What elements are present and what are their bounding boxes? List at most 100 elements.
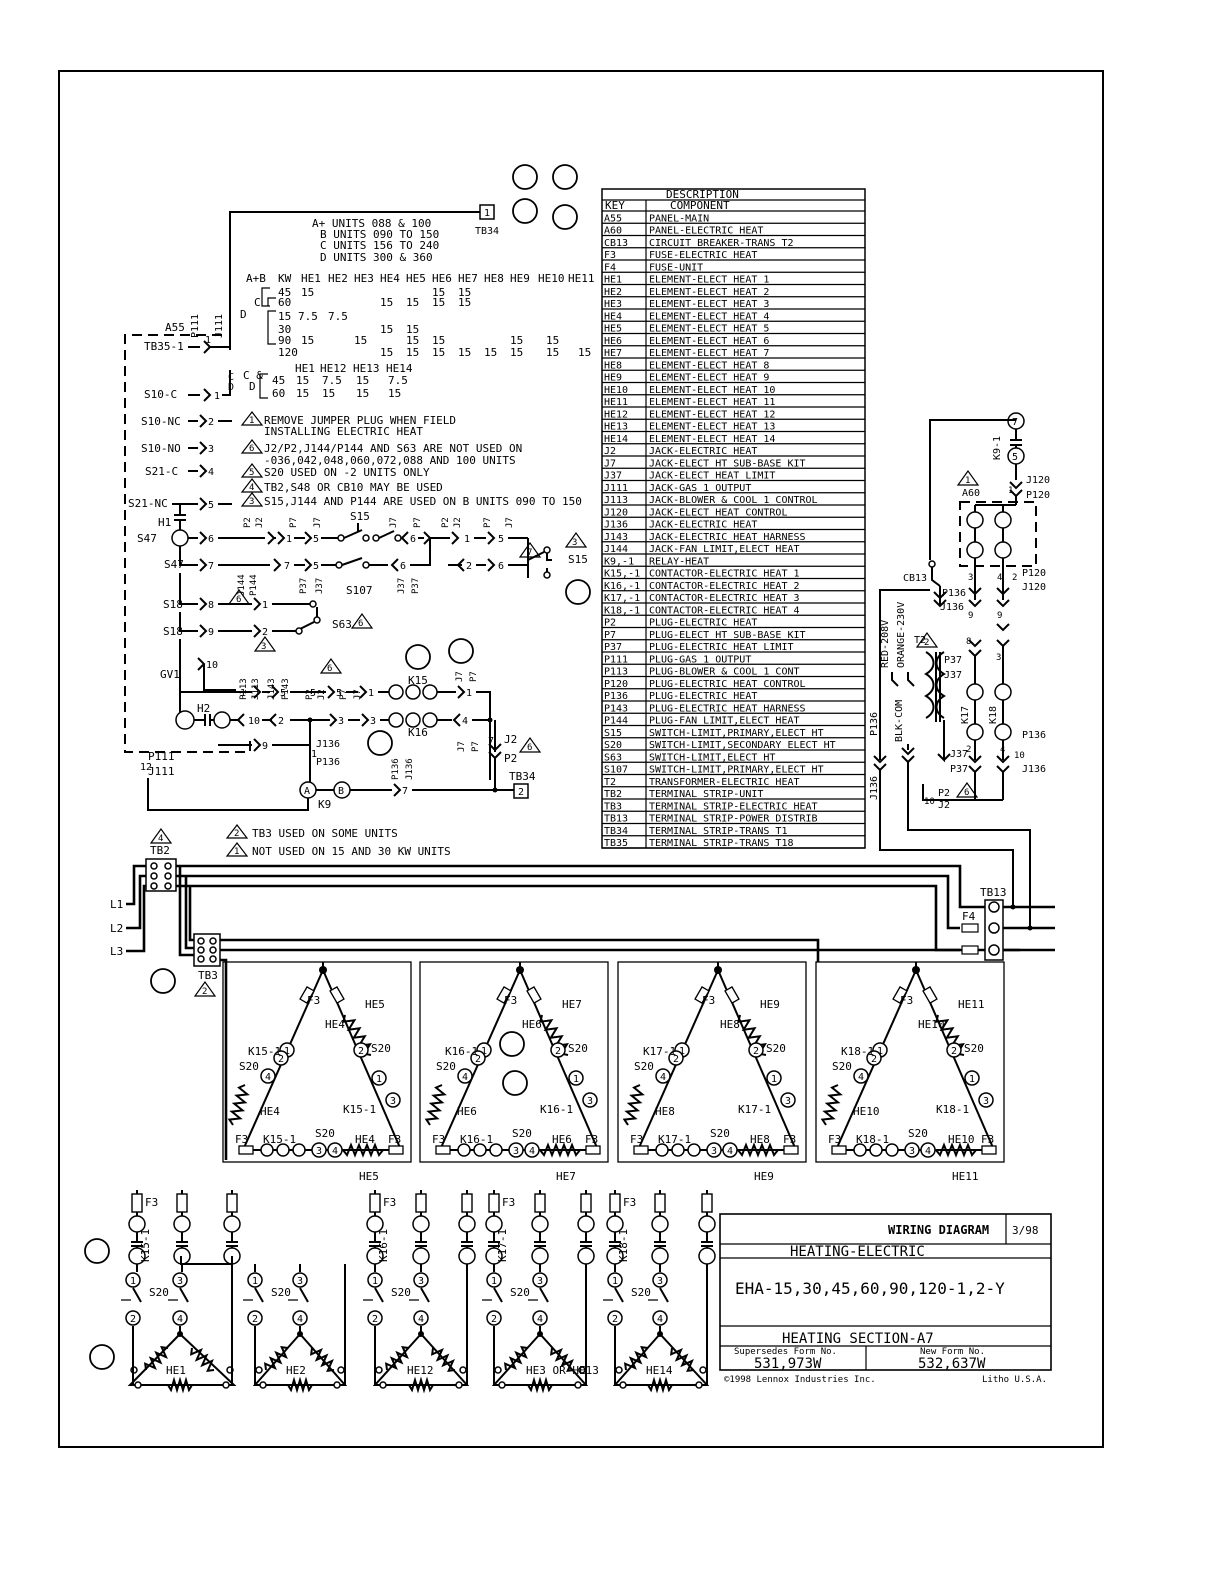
svg-text:4: 4 bbox=[997, 573, 1002, 583]
svg-text:5: 5 bbox=[313, 561, 319, 572]
table-key: P136 bbox=[604, 691, 628, 702]
svg-text:9: 9 bbox=[997, 611, 1002, 621]
he-label: HE6 bbox=[457, 1105, 477, 1118]
table-component: PLUG-FAN LIMIT,ELECT HEAT bbox=[649, 716, 800, 727]
terminal-node bbox=[766, 1070, 782, 1086]
heating-element-icon bbox=[309, 1347, 335, 1373]
p111-label: P111 bbox=[190, 314, 201, 338]
terminal-number: 3 bbox=[537, 1276, 543, 1287]
f3-label: F3 bbox=[145, 1196, 158, 1209]
table-key: TB35 bbox=[604, 838, 628, 849]
svg-text:6: 6 bbox=[236, 595, 241, 605]
kw-cell: 15 bbox=[301, 334, 314, 347]
s20-label: S20 bbox=[436, 1060, 456, 1073]
t2-label: T2 bbox=[914, 635, 926, 646]
kw-group-label: D bbox=[240, 308, 247, 321]
svg-text:J7: J7 bbox=[455, 671, 465, 682]
svg-text:J136: J136 bbox=[869, 776, 880, 800]
fuse-icon bbox=[329, 986, 345, 1004]
table-key: J113 bbox=[604, 495, 628, 506]
he-label: HE2 bbox=[286, 1364, 306, 1377]
j37-right-label: J37 bbox=[944, 670, 962, 681]
he-label: HE1 bbox=[166, 1364, 186, 1377]
terminal-number: 2 bbox=[555, 1046, 561, 1057]
p2-label: P2 bbox=[504, 752, 517, 765]
terminal-number: 2 bbox=[372, 1314, 378, 1325]
f4-label: F4 bbox=[962, 910, 976, 923]
table-key: A55 bbox=[604, 213, 622, 224]
svg-text:4: 4 bbox=[208, 467, 214, 478]
heating-element-icon bbox=[820, 1084, 843, 1126]
table-component: RELAY-HEAT bbox=[649, 556, 709, 567]
he-label: HE6 bbox=[522, 1018, 542, 1031]
unit-legend-line: A+ UNITS 088 & 100 bbox=[312, 217, 431, 230]
punch-holes bbox=[84, 164, 591, 1370]
svg-text:4: 4 bbox=[1000, 745, 1005, 755]
s18b-label: S18 bbox=[163, 625, 183, 638]
table-component: TRANSFORMER-ELECTRIC HEAT bbox=[649, 777, 800, 788]
svg-text:6: 6 bbox=[964, 788, 969, 798]
heating-element-icon bbox=[384, 1345, 410, 1371]
f3-label: F3 bbox=[900, 994, 913, 1007]
s20-label: S20 bbox=[239, 1060, 259, 1073]
kw-cell: 15 bbox=[432, 334, 445, 347]
table-key: P2 bbox=[604, 618, 616, 629]
s20-label: S20 bbox=[271, 1286, 291, 1299]
fuse-icon bbox=[488, 1193, 500, 1213]
svg-text:J7: J7 bbox=[353, 689, 363, 700]
svg-text:5: 5 bbox=[208, 500, 214, 511]
svg-text:12: 12 bbox=[140, 762, 152, 773]
tb13-label: TB13 bbox=[980, 886, 1007, 899]
table-component: CONTACTOR-ELECTRIC HEAT 3 bbox=[649, 593, 800, 604]
s20-label: S20 bbox=[908, 1127, 928, 1140]
table-component: ELEMENT-ELECT HEAT 14 bbox=[649, 434, 775, 445]
note-text: -036,042,048,060,072,088 AND 100 UNITS bbox=[264, 454, 516, 467]
he-label: HE11 bbox=[952, 1170, 979, 1183]
svg-text:3: 3 bbox=[261, 642, 266, 652]
svg-text:9: 9 bbox=[208, 627, 214, 638]
cd-header: C & bbox=[243, 369, 263, 382]
fuse-icon bbox=[580, 1193, 592, 1213]
table-component: SWITCH-LIMIT,SECONDARY ELECT HT bbox=[649, 740, 836, 751]
svg-text:6: 6 bbox=[410, 534, 416, 545]
he-label: HE12 bbox=[407, 1364, 434, 1377]
svg-text:2: 2 bbox=[262, 627, 268, 638]
contactor-label: K15-1 bbox=[263, 1133, 296, 1146]
f3-label: F3 bbox=[502, 1196, 515, 1209]
j2-label: J2 bbox=[504, 733, 517, 746]
terminal-node bbox=[532, 1310, 548, 1326]
svg-text:1: 1 bbox=[484, 208, 490, 219]
kw-cell: 15 bbox=[406, 296, 419, 309]
svg-text:1: 1 bbox=[368, 688, 374, 699]
table-key: HE3 bbox=[604, 299, 622, 310]
he-label: HE8 bbox=[750, 1133, 770, 1146]
cd-cell: 15 bbox=[296, 387, 309, 400]
terminal-number: 2 bbox=[278, 1054, 284, 1065]
s20-label: S20 bbox=[832, 1060, 852, 1073]
table-component: SWITCH-LIMIT,ELECT HT bbox=[649, 752, 775, 763]
svg-text:3: 3 bbox=[338, 716, 344, 727]
terminal-number: 2 bbox=[252, 1314, 258, 1325]
cd-cell: 15 bbox=[296, 374, 309, 387]
kw-header: HE7 bbox=[458, 272, 478, 285]
table-component: PLUG-ELECT HT SUB-BASE KIT bbox=[649, 630, 806, 641]
svg-text:3: 3 bbox=[996, 653, 1001, 663]
svg-text:1: 1 bbox=[214, 391, 220, 402]
heating-element-icon bbox=[430, 1347, 456, 1373]
svg-text:5: 5 bbox=[310, 688, 316, 699]
table-component: JACK-ELECTRIC HEAT bbox=[649, 446, 757, 457]
s15-right-label: S15 bbox=[568, 553, 588, 566]
table-key: T2 bbox=[604, 777, 616, 788]
table-component: ELEMENT-ELECT HEAT 3 bbox=[649, 299, 769, 310]
terminal-node bbox=[327, 1142, 343, 1158]
table-key: P7 bbox=[604, 630, 616, 641]
terminal-number: 4 bbox=[297, 1314, 303, 1325]
j37b-label: J37 bbox=[950, 749, 968, 760]
f3-label: F3 bbox=[783, 1133, 796, 1146]
svg-text:P7: P7 bbox=[289, 517, 299, 528]
p136-label: P136 bbox=[316, 757, 340, 768]
terminal-node bbox=[353, 1042, 369, 1058]
svg-text:J2: J2 bbox=[453, 517, 463, 528]
p136b-label: P136 bbox=[1022, 730, 1046, 741]
